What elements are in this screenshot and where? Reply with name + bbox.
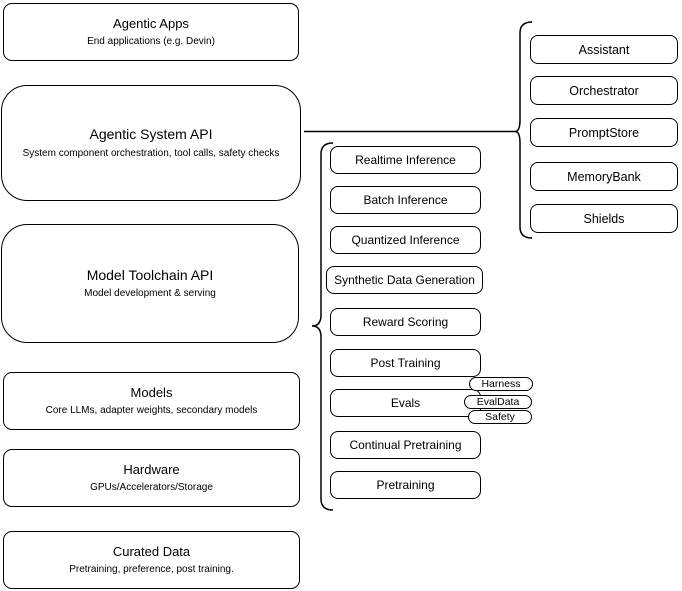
box-title: Agentic Apps	[113, 15, 189, 31]
badge-label: EvalData	[476, 395, 520, 408]
component-label: Assistant	[578, 42, 630, 57]
box-subtitle: Pretraining, preference, post training.	[69, 564, 234, 576]
item-label: Evals	[390, 396, 421, 410]
badge-label: Harness	[481, 377, 521, 390]
system-component-orchestrator: Orchestrator	[530, 76, 678, 105]
item-label: Quantized Inference	[351, 233, 460, 247]
system-component-promptstore: PromptStore	[530, 118, 678, 147]
item-label: Continual Pretraining	[349, 438, 462, 452]
eval-badge-safety: Safety	[468, 410, 532, 424]
box-title: Model Toolchain API	[86, 266, 214, 283]
toolchain-item-continual-pretraining: Continual Pretraining	[330, 431, 481, 459]
box-subtitle: Model development & serving	[84, 288, 216, 300]
system-component-assistant: Assistant	[530, 35, 678, 64]
models-box: Models Core LLMs, adapter weights, secon…	[3, 372, 300, 430]
box-title: Agentic System API	[89, 126, 213, 143]
toolchain-item-pretraining: Pretraining	[330, 471, 481, 499]
item-label: Post Training	[370, 356, 441, 370]
eval-badge-evaldata: EvalData	[464, 395, 532, 409]
agentic-apps-box: Agentic Apps End applications (e.g. Devi…	[3, 3, 299, 61]
item-label: Reward Scoring	[362, 315, 449, 329]
item-label: Pretraining	[376, 478, 435, 492]
component-label: PromptStore	[568, 125, 640, 140]
box-subtitle: System component orchestration, tool cal…	[22, 147, 280, 159]
model-toolchain-api-box: Model Toolchain API Model development & …	[1, 224, 299, 343]
hardware-box: Hardware GPUs/Accelerators/Storage	[3, 449, 300, 507]
toolchain-item-batch-inference: Batch Inference	[330, 186, 481, 214]
badge-label: Safety	[485, 410, 515, 423]
toolchain-item-evals: Evals	[330, 389, 481, 417]
box-subtitle: End applications (e.g. Devin)	[87, 36, 215, 48]
component-label: Shields	[583, 211, 625, 226]
component-label: MemoryBank	[567, 169, 641, 184]
item-label: Batch Inference	[363, 193, 448, 207]
toolchain-item-reward-scoring: Reward Scoring	[330, 308, 481, 336]
box-title: Curated Data	[112, 543, 191, 559]
curated-data-box: Curated Data Pretraining, preference, po…	[3, 531, 300, 589]
toolchain-item-synthetic-data-generation: Synthetic Data Generation	[326, 266, 483, 294]
box-subtitle: Core LLMs, adapter weights, secondary mo…	[45, 405, 258, 417]
system-component-memorybank: MemoryBank	[530, 162, 678, 191]
toolchain-item-realtime-inference: Realtime Inference	[330, 146, 481, 174]
item-label: Synthetic Data Generation	[334, 273, 475, 287]
agentic-system-api-box: Agentic System API System component orch…	[1, 85, 301, 201]
item-label: Realtime Inference	[355, 153, 456, 167]
box-subtitle: GPUs/Accelerators/Storage	[90, 482, 213, 494]
toolchain-item-post-training: Post Training	[330, 349, 481, 377]
toolchain-item-quantized-inference: Quantized Inference	[330, 226, 481, 254]
box-title: Models	[130, 384, 173, 400]
eval-badge-harness: Harness	[469, 377, 533, 391]
component-label: Orchestrator	[569, 83, 639, 98]
box-title: Hardware	[123, 461, 180, 477]
system-component-shields: Shields	[530, 204, 678, 233]
